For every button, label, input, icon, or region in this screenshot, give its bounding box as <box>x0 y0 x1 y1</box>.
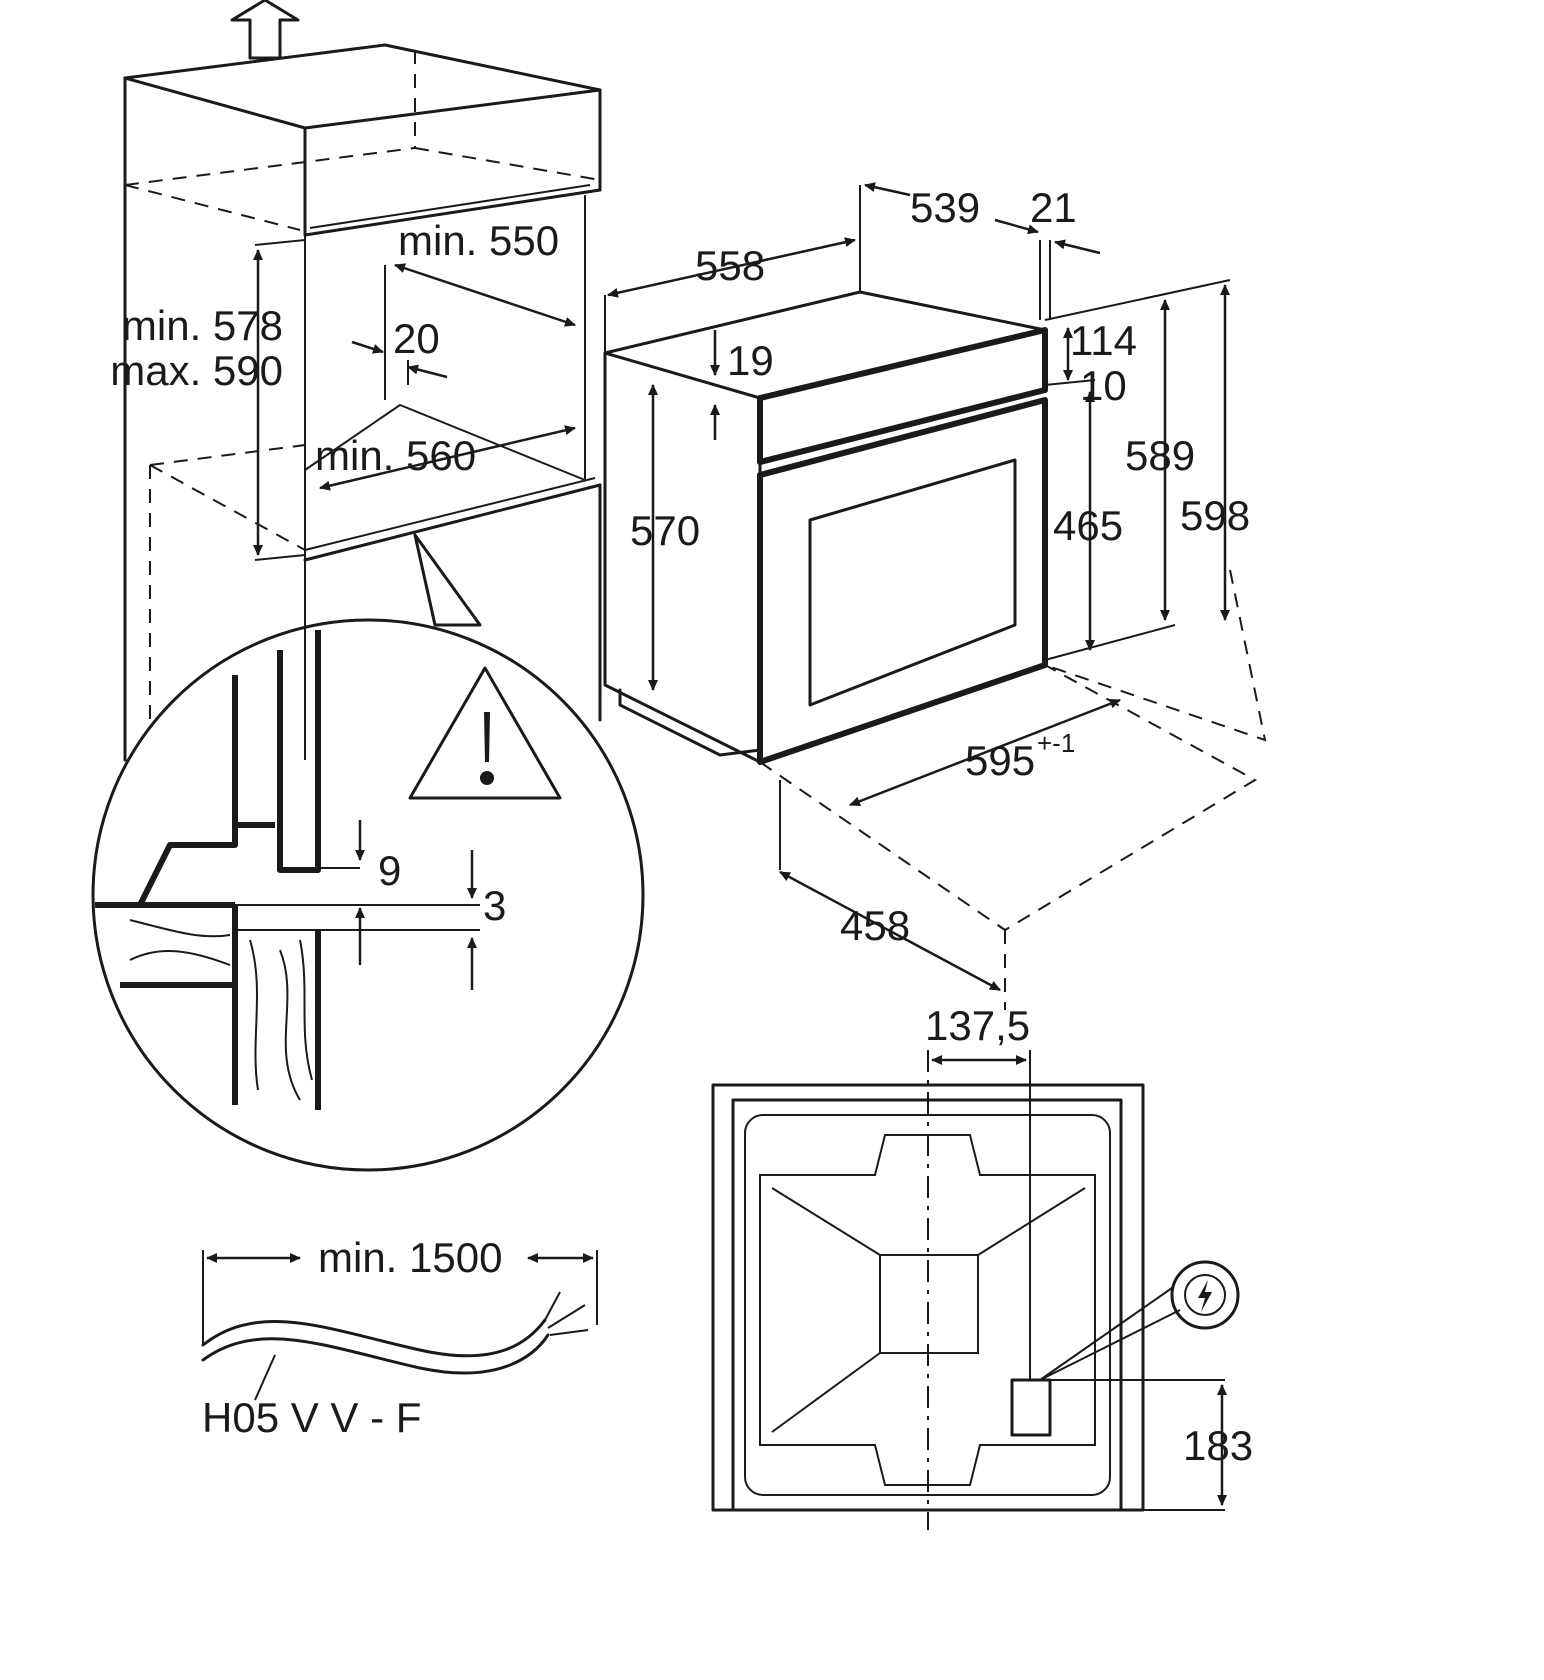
electric-connection-icon <box>1170 1260 1240 1330</box>
detail-magnifier <box>91 618 645 1172</box>
cabinet-max-height-label: max. 590 <box>110 347 283 394</box>
cabinet-width-label: min. 550 <box>398 217 559 264</box>
cabinet-depth-label: min. 560 <box>315 432 476 479</box>
cable-length-label: min. 1500 <box>318 1234 502 1281</box>
cabinet-min-height-label: min. 578 <box>122 302 283 349</box>
oven-total-height-label: 598 <box>1180 492 1250 539</box>
oven-height-label: 589 <box>1125 432 1195 479</box>
oven-top-offset-label: 19 <box>727 337 774 384</box>
ventilation-arrow-icon <box>230 0 300 60</box>
oven-gap-label: 10 <box>1080 362 1127 409</box>
cabinet-gap-label: 20 <box>393 315 440 362</box>
oven-door-height-label: 465 <box>1053 502 1123 549</box>
detail-gap-9-label: 9 <box>378 847 401 894</box>
cable-type-label: H05 V V - F <box>202 1394 421 1441</box>
oven-rear-view <box>711 1050 1240 1530</box>
callout-pointer <box>413 533 482 627</box>
oven-width-tolerance-label: +-1 <box>1037 728 1075 758</box>
oven-depth-label: 558 <box>695 242 765 289</box>
oven-width-label: 595 <box>965 737 1035 784</box>
warning-triangle-icon <box>408 666 562 800</box>
detail-gap-3-label: 3 <box>483 882 506 929</box>
oven-body-depth-label: 539 <box>910 184 980 231</box>
rear-height-label: 183 <box>1183 1422 1253 1469</box>
oven-panel-label: 114 <box>1070 317 1137 364</box>
cabinet-drawing <box>123 0 602 762</box>
rear-offset-label: 137,5 <box>925 1002 1030 1049</box>
oven-body-height-label: 570 <box>630 507 700 554</box>
oven-bottom-depth-label: 458 <box>840 902 910 949</box>
oven-drawing <box>603 182 1267 1010</box>
cable-drawing <box>201 1250 598 1401</box>
oven-front-depth-label: 21 <box>1030 184 1077 231</box>
